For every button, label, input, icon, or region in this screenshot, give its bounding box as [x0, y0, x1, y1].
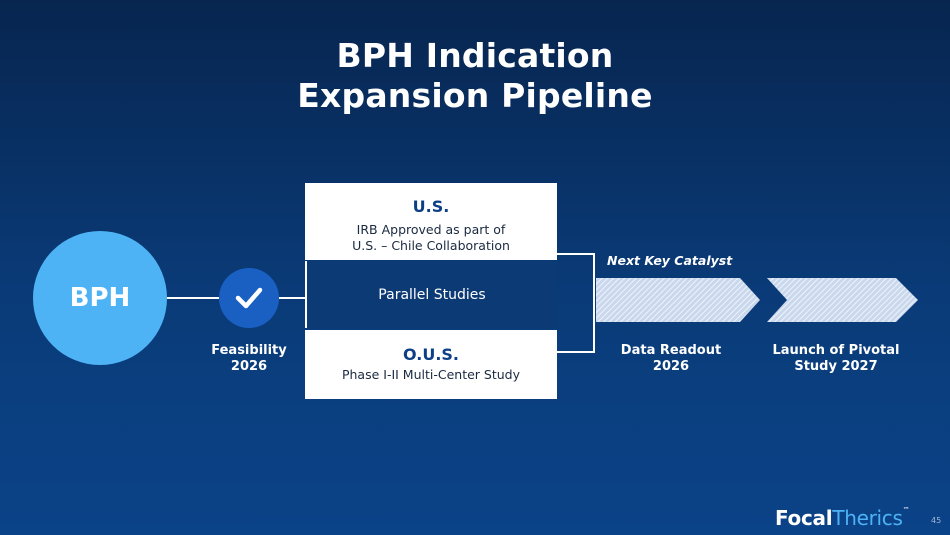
launch-label: Launch of Pivotal Study 2027 [772, 343, 900, 374]
bph-label: BPH [69, 283, 131, 313]
us-title: U.S. [412, 197, 450, 216]
parallel-studies-label: Parallel Studies [378, 286, 486, 303]
check-icon [235, 287, 263, 309]
bracket-vertical [593, 253, 595, 353]
parallel-studies-band: Parallel Studies [305, 261, 557, 328]
bracket-bottom [557, 351, 594, 353]
data-readout-label: Data Readout 2026 [620, 343, 722, 374]
connector-bph-check [167, 297, 219, 299]
page-number: 45 [931, 516, 942, 525]
ous-title: O.U.S. [403, 345, 459, 364]
us-description: IRB Approved as part of U.S. – Chile Col… [352, 222, 510, 253]
ous-box: O.U.S. Phase I-II Multi-Center Study [305, 330, 557, 399]
bph-circle: BPH [33, 231, 167, 365]
connector-check-boxes [279, 297, 305, 299]
us-box: U.S. IRB Approved as part of U.S. – Chil… [305, 183, 557, 260]
title-line-1: BPH Indication [336, 36, 614, 75]
ous-description: Phase I-II Multi-Center Study [341, 367, 521, 382]
next-catalyst-label: Next Key Catalyst [607, 253, 733, 268]
feasibility-label: Feasibility 2026 [211, 343, 287, 374]
feasibility-check [219, 268, 279, 328]
bracket-top [557, 253, 594, 255]
focaltherics-logo: FocalTherics™ [775, 506, 910, 530]
launch-arrow [767, 278, 918, 322]
page-title: BPH Indication Expansion Pipeline [0, 36, 950, 116]
data-readout-arrow [596, 278, 760, 322]
title-line-2: Expansion Pipeline [297, 76, 653, 115]
